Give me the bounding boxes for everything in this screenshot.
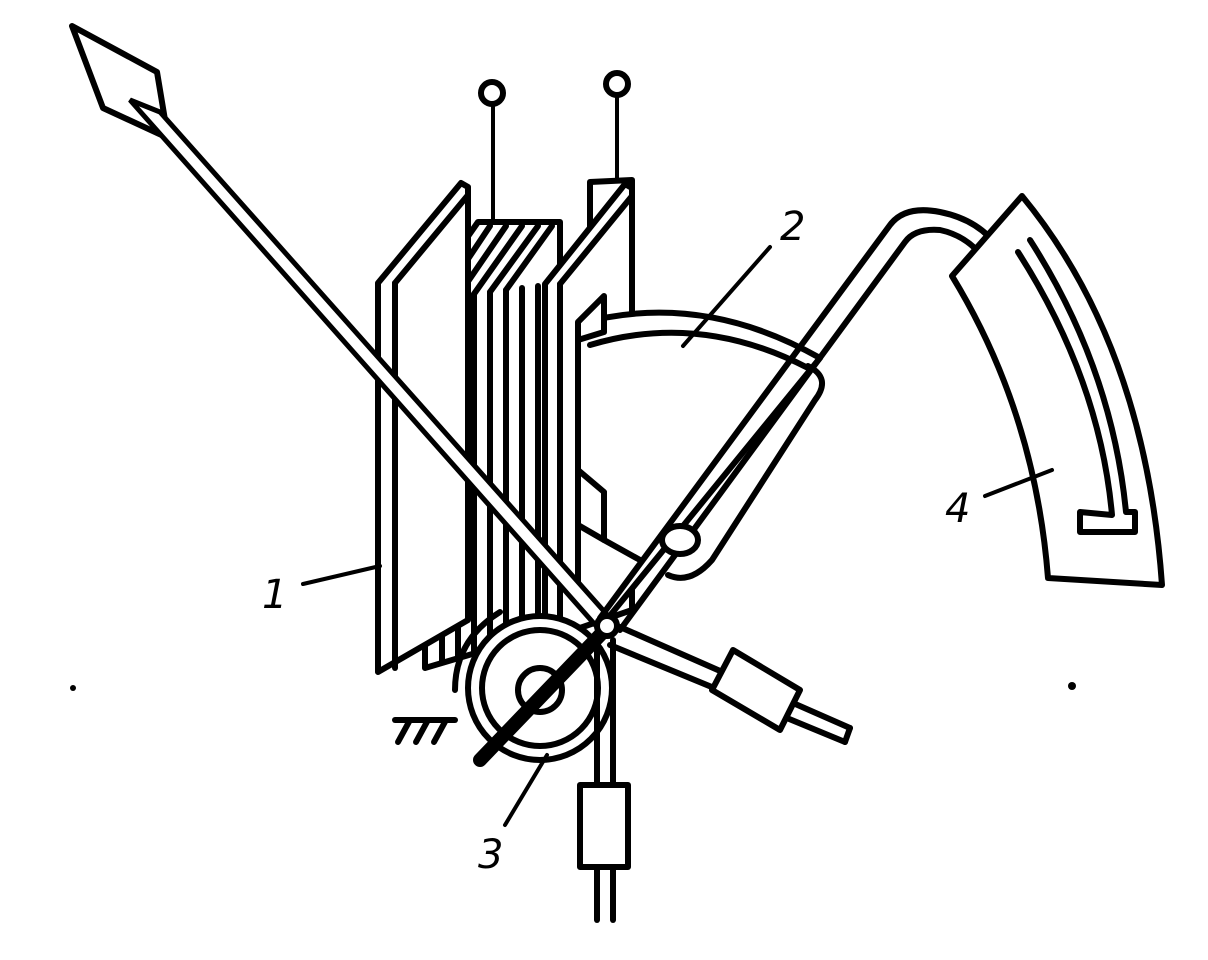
scale (949, 193, 1165, 588)
lower-weight (577, 782, 631, 870)
leader-lines (301, 245, 1054, 827)
pointer-tail (473, 625, 610, 767)
damper-arm (665, 363, 825, 581)
label-2: 2 (780, 204, 805, 250)
speck (70, 685, 76, 691)
label-4: 4 (945, 486, 970, 532)
scale-marker (1015, 237, 1138, 535)
label-1: 1 (262, 572, 287, 618)
label-3: 3 (478, 832, 503, 878)
terminals (478, 70, 631, 227)
scale-plate (949, 193, 1165, 588)
rod-joint (659, 523, 701, 557)
speck (1068, 682, 1076, 690)
left-terminal (478, 79, 506, 107)
lower-counterweight (577, 637, 631, 923)
right-counterweight (607, 624, 853, 745)
damper-vane (575, 293, 825, 621)
right-weight (709, 647, 803, 733)
right-terminal (603, 70, 631, 98)
pivot (594, 613, 620, 639)
